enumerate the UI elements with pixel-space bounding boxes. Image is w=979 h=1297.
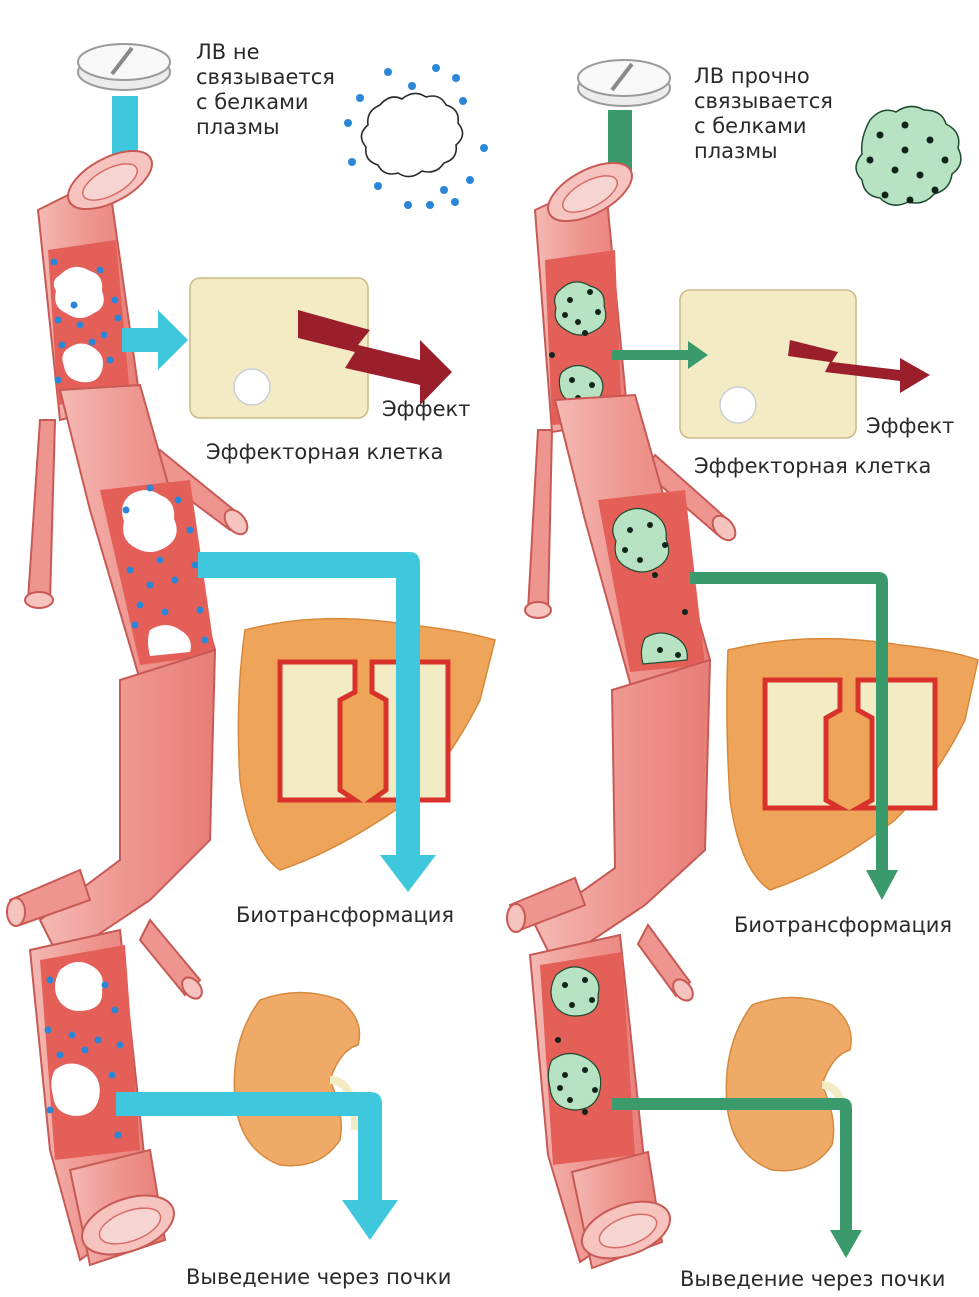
left-panel (7, 44, 495, 1266)
right-effector-cell-label: Эффекторная клетка (694, 454, 931, 479)
left-effect-label: Эффект (382, 397, 470, 422)
right-excretion-label: Выведение через почки (680, 1267, 945, 1292)
left-excretion-label: Выведение через почки (186, 1265, 451, 1290)
kidney-icon (726, 998, 851, 1171)
kidney-icon (234, 993, 359, 1166)
right-biotransformation-label: Биотрансформация (734, 913, 952, 938)
liver-icon (727, 639, 978, 890)
left-drug-binding-label: ЛВ не связывается с белками плазмы (196, 40, 335, 140)
pill-icon (78, 44, 170, 90)
pill-icon (578, 60, 670, 106)
left-biotransformation-label: Биотрансформация (236, 903, 454, 928)
plasma-protein-with-free-drug-icon (344, 64, 488, 209)
liver-icon (238, 619, 495, 870)
plasma-protein-with-bound-drug-icon (856, 106, 961, 205)
right-panel (507, 60, 978, 1269)
distribution-arrow (612, 341, 708, 369)
left-effector-cell-label: Эффекторная клетка (206, 440, 443, 465)
right-effect-label: Эффект (866, 414, 954, 439)
right-drug-binding-label: ЛВ прочно связывается с белками плазмы (694, 64, 833, 164)
